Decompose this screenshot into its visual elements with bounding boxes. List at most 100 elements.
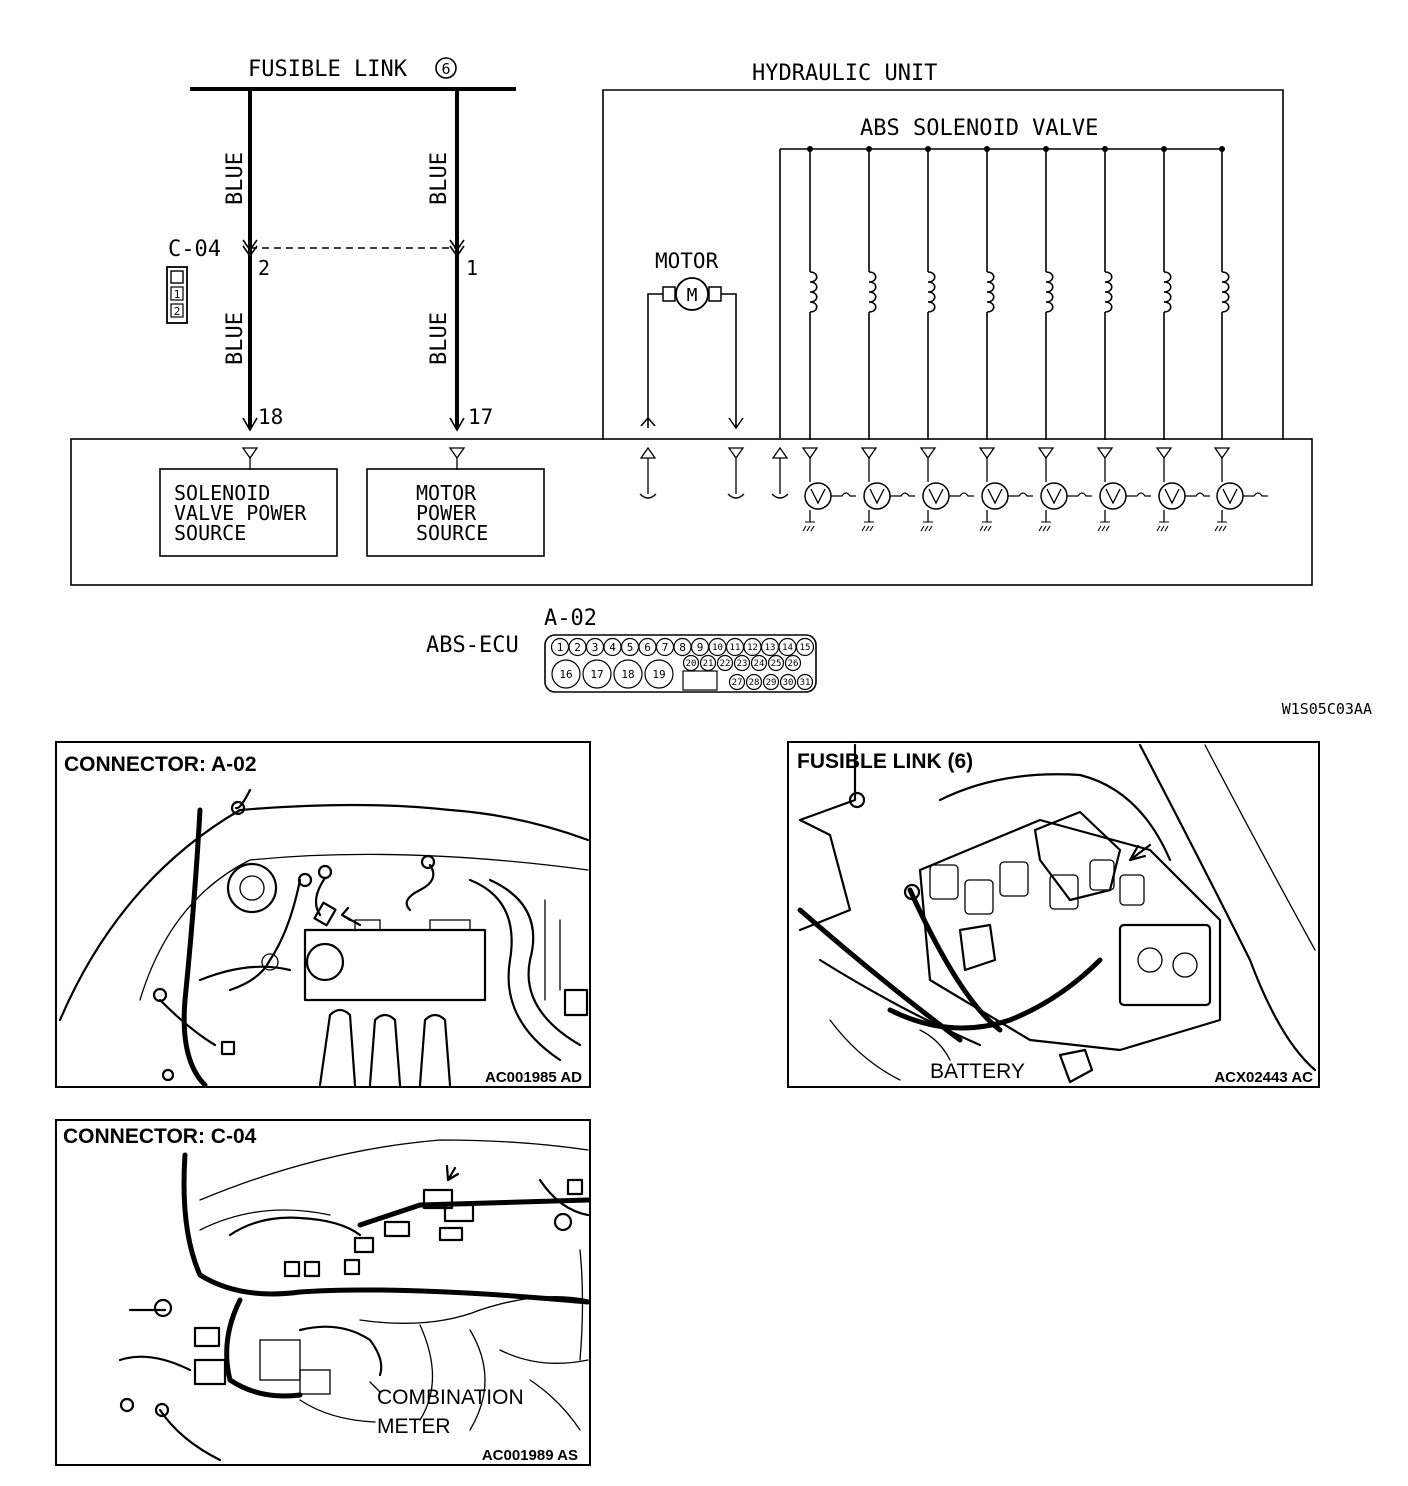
a02-pin: 8 [673,637,692,657]
panel-fusible-link: FUSIBLE LINK (6) BATTERY ACX02443 AC [787,741,1320,1088]
a02-pin: 7 [655,637,675,657]
valve-driver-transistor [978,447,1033,532]
valve-driver-transistor [1155,447,1210,532]
svg-text:16: 16 [559,668,572,681]
connector-c04-icon: 1 2 [166,266,188,324]
panel-frame [787,741,1320,1088]
svg-text:23: 23 [737,659,748,669]
ecu-motor-terminals [639,446,789,499]
solenoid-power-line: VALVE POWER [174,501,307,525]
callout-battery: BATTERY [930,1060,1025,1083]
a02-pin: 1 [550,637,570,657]
wire-color-label: BLUE [223,152,248,205]
a02-pin: 14 [778,637,797,657]
solenoid-coils [807,146,1230,440]
svg-text:1: 1 [557,641,564,654]
a02-pin: 30 [779,673,797,691]
wire-color-label: BLUE [427,312,452,365]
ecu-terminal-symbol [242,417,258,432]
svg-text:6: 6 [644,641,651,654]
panel-frame [55,1119,591,1466]
engine-bay-illustration [58,788,590,1088]
valve-driver-transistor [1037,447,1092,532]
a02-pin: 31 [796,673,814,691]
ecu-terminal-symbol [449,417,465,432]
svg-text:13: 13 [765,643,776,653]
fusible-link-label: FUSIBLE LINK [248,57,408,82]
a02-pin: 11 [725,637,745,657]
motor-power-line: MOTOR [416,481,477,505]
schematic: FUSIBLE LINK 6 BLUE BLUE BLUE BLUE C-04 … [70,57,1372,718]
fusible-link-number: 6 [441,60,450,78]
hydraulic-unit-title: HYDRAULIC UNIT [752,61,937,86]
svg-text:28: 28 [749,678,760,688]
valve-driver-transistor [1213,447,1268,532]
figure-code: W1S05C03AA [1282,700,1372,718]
fuse-box-illustration [797,743,1317,1084]
svg-text:2: 2 [574,641,581,654]
valve-drivers [801,447,1268,532]
svg-text:4: 4 [609,641,616,654]
a02-pin: 20 [682,654,700,672]
svg-text:24: 24 [754,659,765,669]
valve-driver-transistor [919,447,974,532]
abs-ecu-label: ABS-ECU [426,633,519,658]
a02-pin: 10 [708,637,727,657]
svg-text:3: 3 [592,641,599,654]
svg-text:30: 30 [783,678,794,688]
svg-text:2: 2 [174,305,181,318]
solenoid-coil [807,146,818,440]
solenoid-coil [866,146,877,440]
solenoid-coil [925,146,936,440]
ecu-terminal-left: 18 [258,405,283,429]
a02-pin: 13 [760,637,780,657]
svg-text:18: 18 [621,668,634,681]
solenoid-coil [1219,146,1230,440]
valve-driver-transistor [1096,447,1151,532]
hydraulic-unit-box [602,89,1284,440]
svg-text:M: M [687,285,698,306]
panel-title: CONNECTOR: A-02 [64,753,257,776]
svg-text:8: 8 [679,641,686,654]
a02-pin: 23 [733,654,751,672]
svg-text:22: 22 [720,659,731,669]
a02-pin: 15 [795,637,815,657]
connector-c04-symbol [242,239,258,258]
solenoid-coil [1043,146,1054,440]
ecu-input-symbol [241,447,259,460]
wire-color-label: BLUE [223,312,248,365]
panel-code: ACX02443 AC [1214,1069,1313,1086]
svg-text:14: 14 [782,643,793,653]
svg-text:20: 20 [686,659,697,669]
c04-pin-left: 2 [258,256,270,280]
solenoid-power-line: SOURCE [174,521,246,545]
svg-text:5: 5 [627,641,634,654]
a02-pin: 22 [716,654,734,672]
a02-pin: 26 [784,654,802,672]
svg-text:19: 19 [652,668,665,681]
connector-c04-label: C-04 [168,237,221,262]
a02-connector-label: A-02 [544,606,597,631]
wire-color-label: BLUE [427,152,452,205]
svg-text:26: 26 [788,659,799,669]
motor-label: MOTOR [655,249,719,273]
callout-combination: COMBINATION [377,1386,524,1409]
svg-text:31: 31 [800,678,811,688]
a02-pin: 12 [743,637,762,657]
callout-meter: METER [377,1415,451,1438]
svg-text:17: 17 [590,668,603,681]
svg-text:27: 27 [732,678,743,688]
a02-pin: 19 [644,659,674,689]
a02-pin: 17 [582,659,612,689]
motor-power-line: SOURCE [416,521,488,545]
a02-pin: 9 [690,637,710,657]
ecu-terminal-right: 17 [468,405,493,429]
valve-title: ABS SOLENOID VALVE [860,116,1098,141]
a02-connector-key [682,670,718,691]
a02-pin: 27 [728,673,746,691]
panel-code: AC001985 AD [485,1069,582,1086]
svg-text:1: 1 [174,288,181,301]
solenoid-coil [1161,146,1172,440]
ecu-input-symbol [448,447,466,460]
